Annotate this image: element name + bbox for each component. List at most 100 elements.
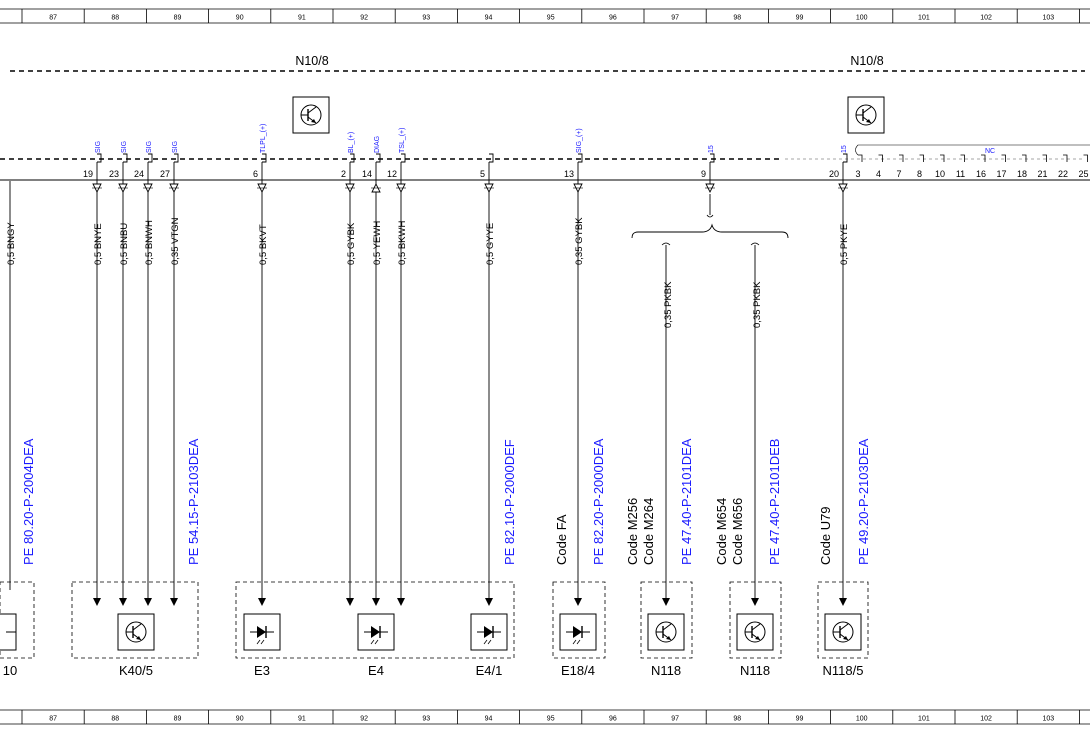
ruler-cell-label: 103 [1042, 15, 1054, 22]
code-label: Code FA [554, 514, 569, 565]
signal-label: TLPL_(+) [260, 124, 267, 153]
ruler-cell-label: 89 [174, 716, 182, 723]
ruler-cell-label: 91 [298, 15, 306, 22]
ruler-cell-label: 98 [733, 15, 741, 22]
module-label: N10/8 [850, 54, 883, 68]
wire-label: 0,5 BNYE [93, 223, 104, 265]
nc-pin: 4 [876, 154, 883, 179]
pin-number: 13 [564, 169, 574, 179]
pe-reference: PE 49.20-P-2103DEA [856, 438, 871, 565]
component-frame [71, 581, 199, 659]
signal-label: SIG [172, 141, 179, 153]
ruler-cell-label: 99 [796, 15, 804, 22]
ruler-cell-label: 99 [796, 716, 804, 723]
ruler-cell-label: 96 [609, 15, 617, 22]
transistor-icon [736, 613, 774, 651]
code-label: Code U79 [818, 506, 833, 565]
component-label: E3 [254, 663, 270, 678]
pin-number: 27 [160, 169, 170, 179]
ruler-cell-label: 100 [856, 716, 868, 723]
pin-number: 25 [1078, 169, 1088, 179]
ruler-cell-label: 97 [671, 716, 679, 723]
nc-pin: 7 [896, 154, 904, 179]
ruler-cell-label: 89 [174, 15, 182, 22]
signal-label: BL_(+) [348, 132, 355, 153]
pin-number: 14 [362, 169, 372, 179]
transistor-icon [292, 96, 330, 134]
nc-label: NC [985, 148, 995, 155]
ruler-cell-label: 95 [547, 716, 555, 723]
wire-label: 0,5 GYBK [346, 222, 357, 265]
ruler-cell-label: 94 [485, 15, 493, 22]
transistor-icon [647, 613, 685, 651]
ruler-cell-label: 102 [980, 15, 992, 22]
wire-label: 0,35 VTGN [170, 217, 181, 265]
ruler-cell-label: 100 [856, 15, 868, 22]
ruler-cell-label: 103 [1042, 716, 1054, 723]
wire-label: 0,5 GYYE [485, 223, 496, 265]
signal-label: SIG [121, 141, 128, 153]
wire-label: 0,5 BKWH [397, 221, 408, 265]
ruler-cell-label: 92 [360, 15, 368, 22]
pe-reference: PE 82.20-P-2000DEA [591, 438, 606, 565]
ruler-cell-label: 102 [980, 716, 992, 723]
code-label: Code M656 [730, 498, 745, 565]
signal-label: TSL_(+) [399, 128, 406, 153]
component-label: N118 [651, 663, 681, 678]
pin-number: 2 [341, 169, 346, 179]
pin-number: 17 [996, 169, 1006, 179]
nc-pin: 17 [996, 154, 1007, 179]
component-label: K40/5 [119, 663, 153, 678]
ruler-cell-label: 92 [360, 716, 368, 723]
component-label: 10 [3, 663, 17, 678]
ruler-cell-label: 90 [236, 716, 244, 723]
transistor-icon [117, 613, 155, 651]
wire-label: 0,5 BNWH [144, 220, 155, 265]
transistor-icon [824, 613, 862, 651]
ruler-cell-label: 94 [485, 716, 493, 723]
connector-pin: 19 SIG 0,5 BNYE [83, 141, 104, 606]
ruler-cell-label: 93 [422, 15, 430, 22]
connector-pin: 2 BL_(+) 0,5 GYBK [341, 132, 357, 606]
ruler-cell-label: 88 [111, 716, 119, 723]
wire-branch: 0,35 PKBK 0,35 PKBK [631, 194, 789, 606]
nc-bracket [855, 144, 1090, 156]
ruler-cell-label: 88 [111, 15, 119, 22]
component-label: E4 [368, 663, 384, 678]
wire-label: 0,5 YEWH [372, 221, 383, 265]
nc-pin: 18 [1017, 154, 1027, 179]
code-label: Code M264 [641, 498, 656, 565]
pin-number: 20 [829, 169, 839, 179]
nc-pin: 21 [1037, 154, 1048, 179]
component-frame [817, 581, 869, 659]
pin-number: 18 [1017, 169, 1027, 179]
component-frame [0, 581, 35, 659]
pin-number: 16 [976, 169, 986, 179]
signal-label: 15 [841, 145, 848, 153]
pin-number: 22 [1058, 169, 1068, 179]
pin-number: 9 [701, 169, 706, 179]
pin-number: 7 [896, 169, 901, 179]
nc-pin: 22 [1058, 154, 1068, 179]
led-icon [357, 613, 395, 651]
nc-pin: 10 [935, 154, 945, 179]
signal-label: SIG [95, 141, 102, 153]
ruler-cell-label: 97 [671, 15, 679, 22]
pin-number: 6 [253, 169, 258, 179]
pin-number: 19 [83, 169, 93, 179]
ruler-cell-label: 90 [236, 15, 244, 22]
signal-label: SIG [146, 141, 153, 153]
ruler-cell-label: 95 [547, 15, 555, 22]
pin-number: 8 [917, 169, 922, 179]
pin-number: 10 [935, 169, 945, 179]
module-label: N10/8 [295, 54, 328, 68]
wire-label: 0,35 PKBK [752, 281, 763, 328]
wire-label: 0,5 PKYE [839, 224, 850, 265]
ruler-cell-label: 101 [918, 15, 930, 22]
code-label: Code M654 [714, 498, 729, 565]
